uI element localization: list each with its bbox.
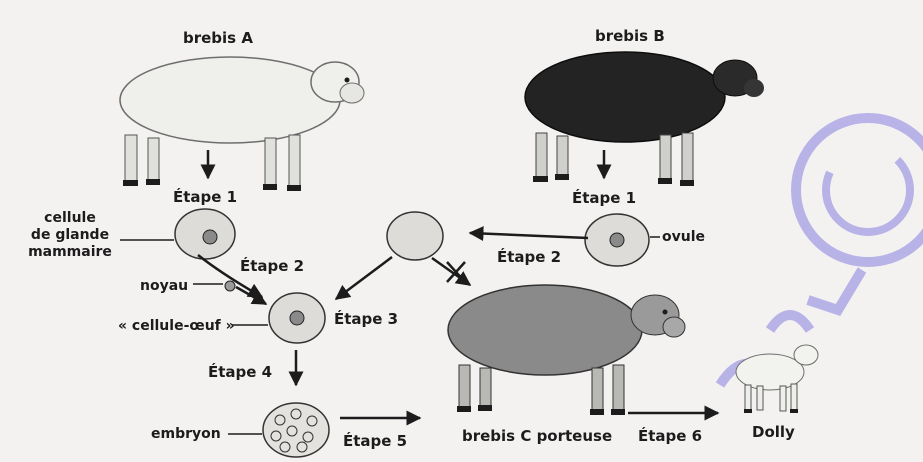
embryo-cell <box>263 403 329 457</box>
egg-cell-label: « cellule-œuf » <box>118 318 235 334</box>
ovum-label: ovule <box>662 229 705 245</box>
dolly-label: Dolly <box>752 424 795 440</box>
sheep-c-illustration <box>448 285 685 415</box>
dolly-lamb-illustration <box>736 345 818 413</box>
step-2b-label: Étape 2 <box>497 249 561 265</box>
step-5-label: Étape 5 <box>343 433 407 449</box>
mammary-cell-label-line2: de glande <box>22 227 118 244</box>
sheep-c-label: brebis C porteuse <box>462 428 612 444</box>
embryo-label: embryon <box>151 426 221 442</box>
mammary-cell-label: cellule de glande mammaire <box>22 210 118 261</box>
sheep-a-label: brebis A <box>183 30 253 46</box>
enucleated-ovum <box>387 212 443 260</box>
discard-cross-icon <box>432 258 470 285</box>
step-3-label: Étape 3 <box>334 311 398 327</box>
nucleus-label: noyau <box>140 278 188 294</box>
egg-cell <box>269 293 325 343</box>
mammary-cell <box>175 209 235 259</box>
watermark <box>720 118 923 385</box>
sheep-b-illustration <box>525 52 764 186</box>
step-1a-label: Étape 1 <box>173 189 237 205</box>
step-6-label: Étape 6 <box>638 428 702 444</box>
step-2a-label: Étape 2 <box>240 258 304 274</box>
mammary-cell-label-line3: mammaire <box>22 244 118 261</box>
process-arrows <box>198 150 718 418</box>
step-1b-label: Étape 1 <box>572 190 636 206</box>
step-4-label: Étape 4 <box>208 364 272 380</box>
sheep-a-illustration <box>120 57 364 191</box>
mammary-cell-label-line1: cellule <box>22 210 118 227</box>
ovum-cell <box>585 214 649 266</box>
sheep-b-label: brebis B <box>595 28 665 44</box>
nucleus <box>225 281 235 291</box>
